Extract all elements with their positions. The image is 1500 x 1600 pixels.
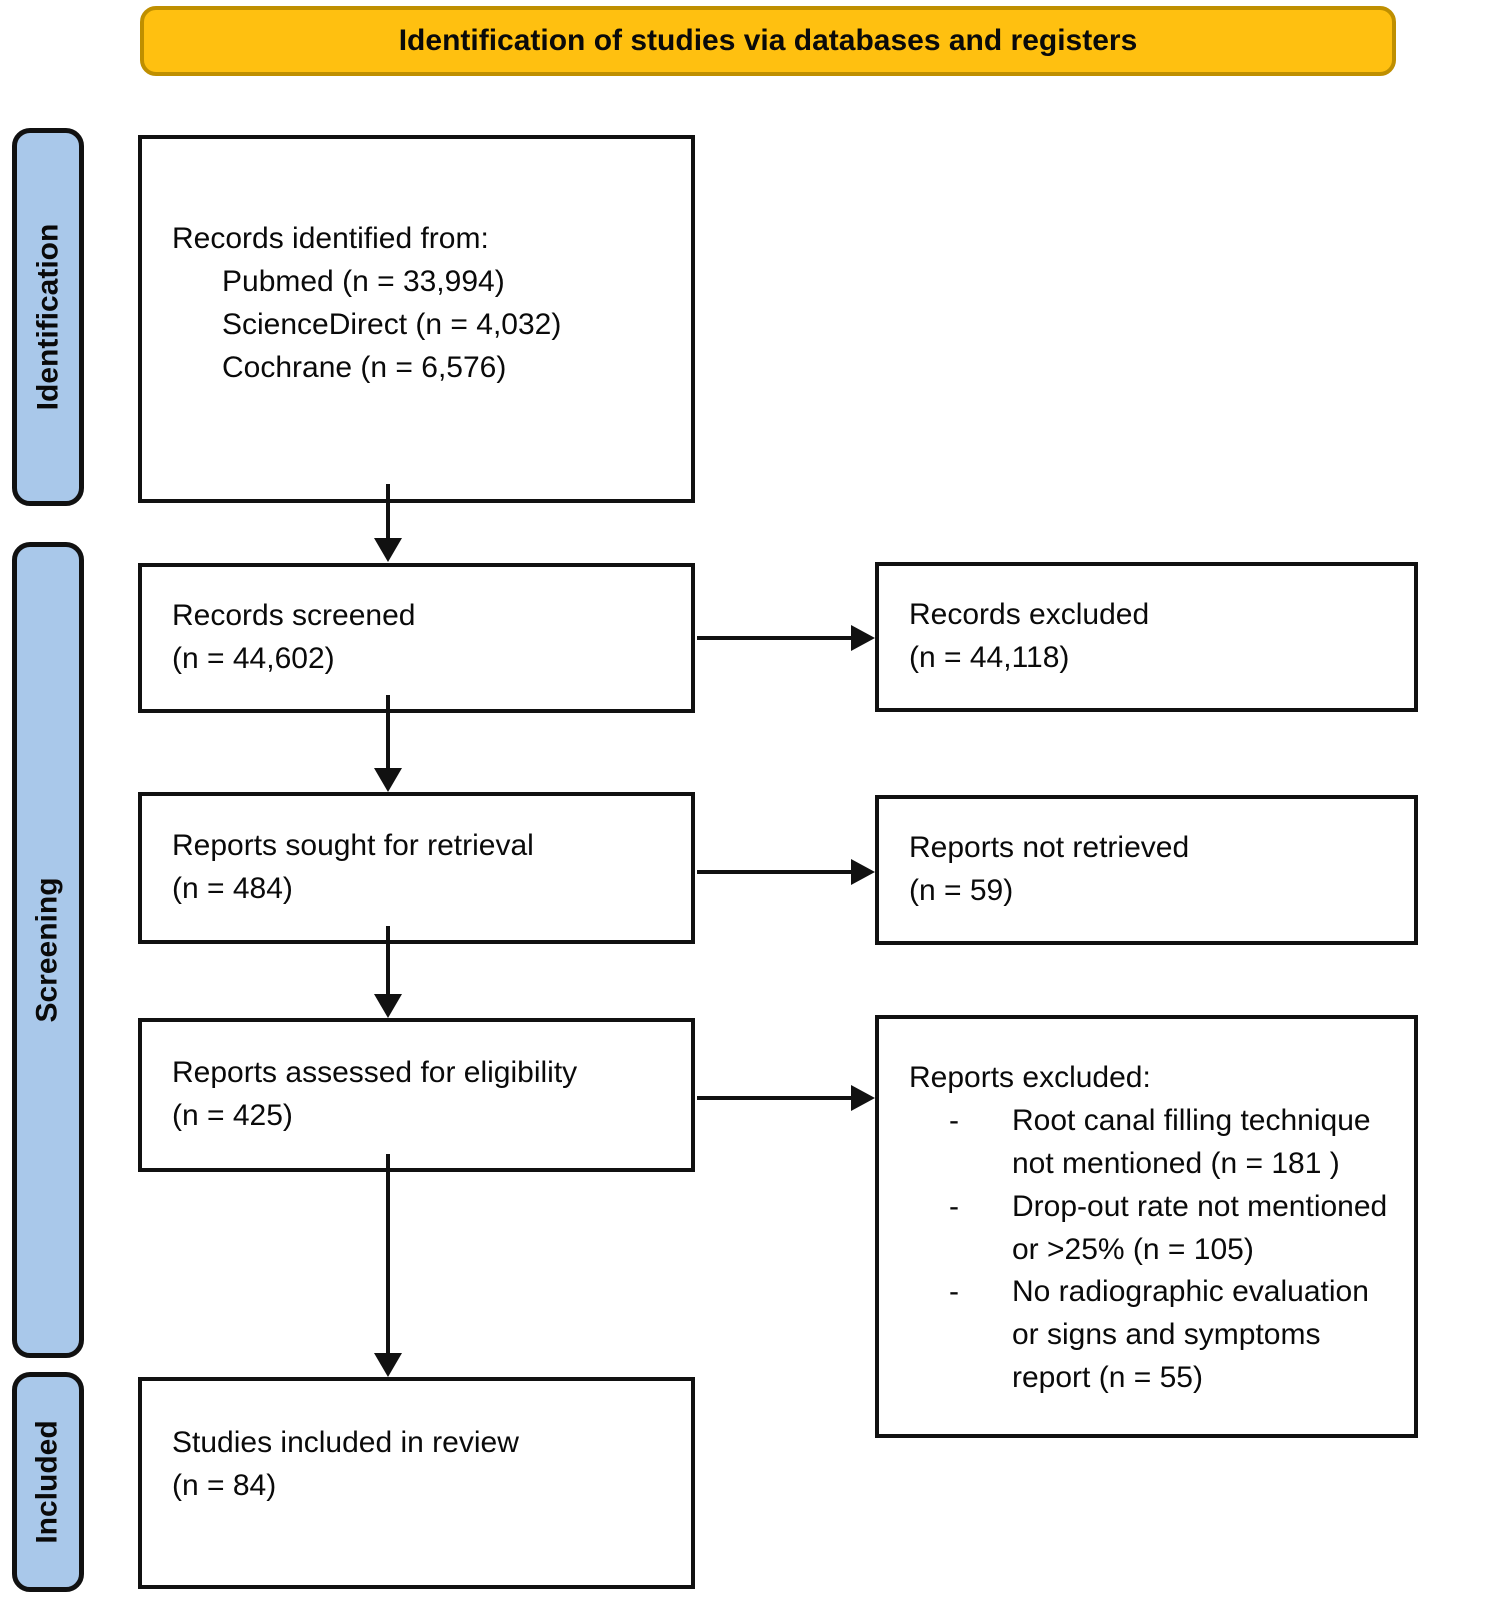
- reports-excluded-title: Reports excluded:: [909, 1061, 1151, 1094]
- arrowhead-right-icon: [851, 859, 875, 885]
- source-cochrane: Cochrane (n = 6,576): [222, 350, 507, 384]
- reports-assessed-text: Reports assessed for eligibility (n = 42…: [172, 1056, 578, 1132]
- box-records-excluded: Records excluded (n = 44,118): [875, 562, 1418, 712]
- reports-excluded-item-text: No radiographic evaluation or signs and …: [1012, 1275, 1369, 1395]
- banner-title: Identification of studies via databases …: [398, 24, 1138, 57]
- reports-excluded-list: - Root canal filling technique not menti…: [949, 1100, 1392, 1400]
- arrowhead-right-icon: [851, 1085, 875, 1111]
- dash-bullet: -: [949, 1275, 959, 1309]
- arrowhead-down-icon: [374, 538, 402, 562]
- source-sciencedirect: ScienceDirect (n = 4,032): [222, 308, 562, 341]
- studies-included-text: Studies included in review (n = 84): [172, 1426, 519, 1502]
- source-pubmed: Pubmed (n = 33,994): [222, 265, 505, 299]
- box-reports-not-retrieved: Reports not retrieved (n = 59): [875, 795, 1418, 945]
- banner: Identification of studies via databases …: [140, 6, 1396, 76]
- records-identified-title: Records identified from:: [172, 222, 489, 256]
- reports-excluded-item: - Root canal filling technique not menti…: [949, 1100, 1392, 1186]
- arrow-assessed-to-included: [386, 1154, 390, 1355]
- arrow-assessed-to-reports-excluded: [697, 1096, 853, 1100]
- arrowhead-down-icon: [374, 768, 402, 792]
- box-records-identified: Records identified from: Pubmed (n = 33,…: [138, 135, 695, 503]
- arrow-sought-to-assessed: [386, 926, 390, 996]
- stage-bar-screening: Screening: [12, 542, 84, 1358]
- arrowhead-down-icon: [374, 1353, 402, 1377]
- reports-excluded-item: - Drop-out rate not mentioned or >25% (n…: [949, 1186, 1392, 1272]
- reports-excluded-item-text: Drop-out rate not mentioned or >25% (n =…: [1012, 1189, 1388, 1266]
- dash-bullet: -: [949, 1189, 959, 1223]
- records-excluded-text: Records excluded (n = 44,118): [909, 598, 1150, 674]
- arrowhead-right-icon: [851, 625, 875, 651]
- reports-not-retrieved-text: Reports not retrieved (n = 59): [909, 831, 1190, 907]
- box-records-screened: Records screened (n = 44,602): [138, 563, 695, 713]
- box-reports-excluded: Reports excluded: - Root canal filling t…: [875, 1015, 1418, 1438]
- stage-bar-included: Included: [12, 1372, 84, 1592]
- arrow-screened-to-sought: [386, 695, 390, 770]
- stage-label-identification: Identification: [31, 223, 65, 411]
- arrow-screened-to-excluded: [697, 636, 853, 640]
- box-reports-sought: Reports sought for retrieval (n = 484): [138, 792, 695, 944]
- arrowhead-down-icon: [374, 994, 402, 1018]
- dash-bullet: -: [949, 1103, 959, 1137]
- stage-label-screening: Screening: [31, 877, 64, 1023]
- arrow-sought-to-not-retrieved: [697, 870, 853, 874]
- records-screened-text: Records screened (n = 44,602): [172, 599, 416, 675]
- reports-excluded-item-text: Root canal filling technique not mention…: [1012, 1103, 1371, 1180]
- box-reports-assessed: Reports assessed for eligibility (n = 42…: [138, 1018, 695, 1172]
- reports-sought-text: Reports sought for retrieval (n = 484): [172, 829, 534, 905]
- stage-label-included: Included: [31, 1420, 64, 1544]
- arrow-identified-to-screened: [386, 484, 390, 540]
- box-studies-included: Studies included in review (n = 84): [138, 1377, 695, 1589]
- stage-bar-identification: Identification: [12, 128, 84, 506]
- reports-excluded-item: - No radiographic evaluation or signs an…: [949, 1271, 1392, 1400]
